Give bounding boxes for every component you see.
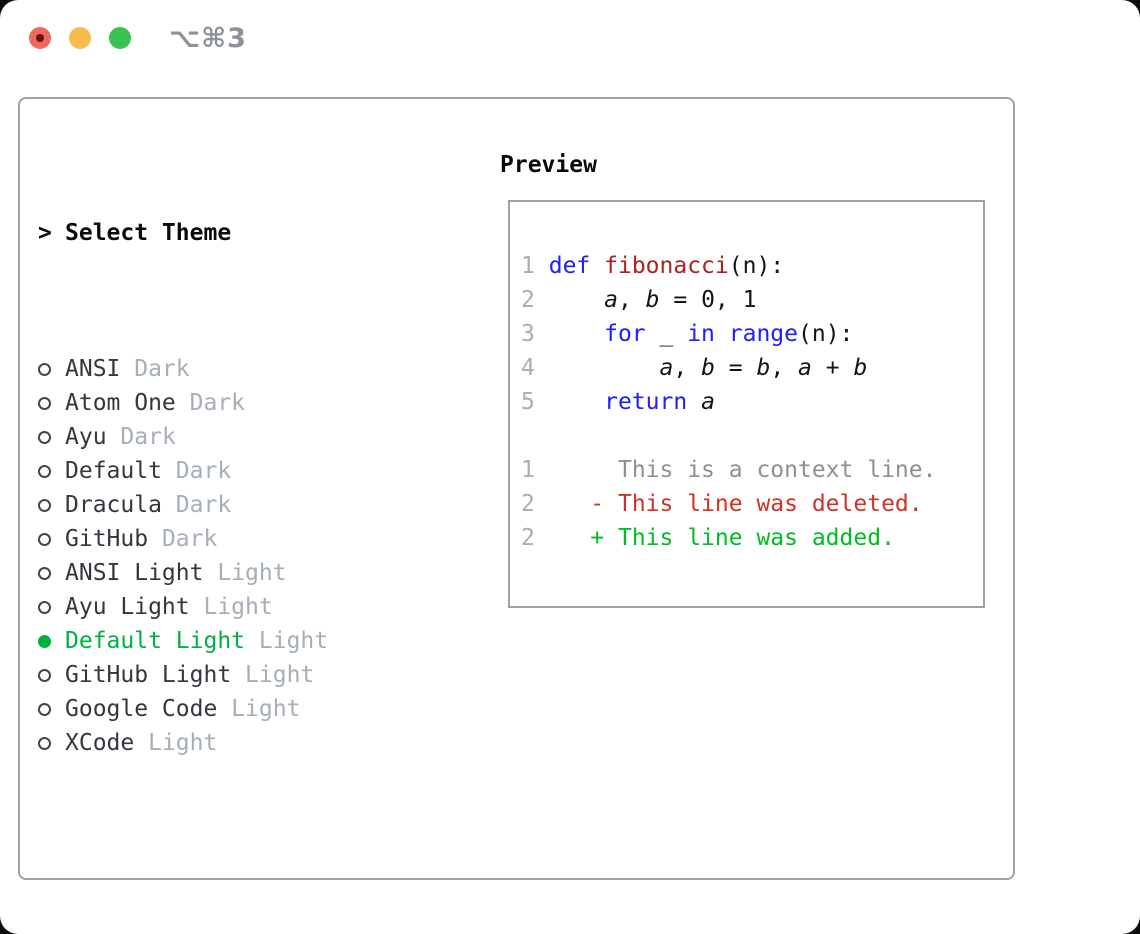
- theme-option-atom-one[interactable]: Atom One Dark: [38, 386, 500, 420]
- radio-icon: [38, 396, 65, 410]
- code-line: 3 for _ in range(n):: [521, 321, 854, 347]
- theme-option-ansi[interactable]: ANSI Dark: [38, 352, 500, 386]
- theme-variant-tag: Dark: [175, 458, 232, 484]
- line-number: 1: [521, 253, 535, 279]
- select-theme-heading: Select Theme: [65, 220, 232, 246]
- line-number: 2: [521, 491, 535, 517]
- theme-name: Ayu: [65, 424, 107, 450]
- zoom-button[interactable]: [109, 27, 131, 49]
- theme-name: GitHub Light: [65, 662, 232, 688]
- theme-option-ayu-light[interactable]: Ayu Light Light: [38, 590, 500, 624]
- theme-variant-tag: Light: [258, 628, 329, 654]
- radio-icon: [38, 464, 65, 478]
- theme-variant-tag: Dark: [161, 526, 218, 552]
- theme-name: Dracula: [65, 492, 162, 518]
- radio-icon: [38, 668, 65, 682]
- minimize-button[interactable]: [69, 27, 91, 49]
- diff-text: This line was added.: [617, 525, 895, 551]
- diff-text: This is a context line.: [617, 457, 937, 483]
- theme-name: ANSI: [65, 356, 121, 382]
- diff-line-context: 1 This is a context line.: [521, 453, 936, 487]
- theme-variant-tag: Dark: [189, 390, 246, 416]
- theme-name: GitHub: [65, 526, 149, 552]
- diff-marker: +: [590, 525, 605, 551]
- theme-name: Default: [65, 458, 162, 484]
- theme-name: Ayu Light: [65, 594, 190, 620]
- radio-icon: [38, 566, 65, 580]
- line-number: 1: [521, 457, 535, 483]
- theme-variant-tag: Light: [203, 594, 273, 620]
- select-theme-heading-row: > Select Theme: [38, 216, 500, 250]
- line-number: 5: [521, 389, 535, 415]
- theme-name: Google Code: [65, 696, 218, 722]
- theme-name: XCode: [65, 730, 135, 756]
- title-bar: ⌥⌘3: [0, 0, 1140, 76]
- theme-name: Atom One: [65, 390, 176, 416]
- theme-variant-tag: Dark: [134, 356, 190, 382]
- diff-marker: -: [590, 491, 605, 517]
- code-preview: 1 def fibonacci(n): 2 a, b = 0, 1 3 for _ …: [521, 249, 936, 555]
- theme-option-default[interactable]: Default Dark: [38, 454, 500, 488]
- code-line: 2 a, b = 0, 1: [521, 287, 757, 313]
- spacer: [38, 862, 500, 896]
- diff-line-deleted: 2 - This line was deleted.: [521, 487, 936, 521]
- line-number: 4: [521, 355, 535, 381]
- radio-icon: [38, 498, 65, 512]
- preview-heading: Preview: [500, 152, 597, 178]
- prompt-icon: >: [38, 220, 52, 246]
- theme-variant-tag: Light: [148, 730, 218, 756]
- theme-option-ayu[interactable]: Ayu Dark: [38, 420, 500, 454]
- theme-option-google-code[interactable]: Google Code Light: [38, 692, 500, 726]
- theme-name: ANSI Light: [65, 560, 204, 586]
- close-button[interactable]: [29, 27, 51, 49]
- theme-option-default-light[interactable]: Default Light Light: [38, 624, 500, 658]
- radio-icon: [38, 532, 65, 546]
- theme-option-github[interactable]: GitHub Dark: [38, 522, 500, 556]
- blank-line: [521, 419, 936, 453]
- radio-icon: [38, 362, 65, 376]
- line-number: 2: [521, 525, 535, 551]
- code-line: 4 a, b = b, a + b: [521, 355, 868, 381]
- theme-variant-tag: Dark: [175, 492, 232, 518]
- theme-variant-tag: Light: [217, 560, 287, 586]
- code-line: 1 def fibonacci(n):: [521, 253, 785, 279]
- theme-option-dracula[interactable]: Dracula Dark: [38, 488, 500, 522]
- diff-line-added: 2 + This line was added.: [521, 521, 936, 555]
- theme-option-github-light[interactable]: GitHub Light Light: [38, 658, 500, 692]
- theme-option-ansi-light[interactable]: ANSI Light Light: [38, 556, 500, 590]
- radio-icon: [38, 736, 65, 750]
- theme-variant-tag: Light: [245, 662, 315, 688]
- radio-icon: [38, 702, 65, 716]
- line-number: 3: [521, 321, 535, 347]
- theme-variant-tag: Light: [231, 696, 301, 722]
- code-line: 5 return a: [521, 389, 715, 415]
- preview-box: 1 def fibonacci(n): 2 a, b = 0, 1 3 for _ …: [508, 200, 985, 608]
- line-number: 2: [521, 287, 535, 313]
- diff-text: This line was deleted.: [617, 491, 923, 517]
- theme-variant-tag: Dark: [120, 424, 176, 450]
- window-title: ⌥⌘3: [169, 22, 247, 54]
- radio-icon: [38, 600, 65, 614]
- radio-selected-icon: [38, 634, 65, 648]
- theme-option-xcode[interactable]: XCode Light: [38, 726, 500, 760]
- diff-marker: [590, 457, 604, 483]
- theme-name: Default Light: [65, 628, 246, 654]
- radio-icon: [38, 430, 65, 444]
